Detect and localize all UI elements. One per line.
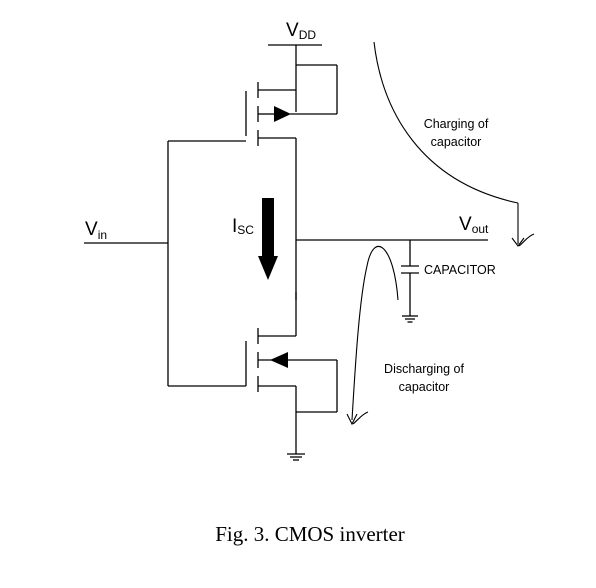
isc-label: ISC (232, 216, 254, 237)
nmos-transistor (245, 328, 338, 461)
discharging-label-line2: capacitor (399, 380, 450, 394)
discharging-arc (346, 245, 399, 426)
capacitor-label: CAPACITOR (424, 263, 496, 277)
short-circuit-current-arrow (258, 198, 278, 280)
pmos-body-arrow (274, 106, 291, 122)
charging-label-line2: capacitor (431, 135, 482, 149)
vin-label: Vin (85, 219, 107, 242)
vdd-label: VDD (286, 20, 316, 42)
discharging-label-line1: Discharging of (384, 362, 464, 376)
figure-caption: Fig. 3. CMOS inverter (215, 522, 405, 546)
capacitor-symbol (401, 240, 419, 323)
charging-label-line1: Charging of (424, 117, 489, 131)
charging-arc (373, 41, 535, 247)
input-gate-bus (84, 140, 246, 387)
vdd-rail (268, 44, 322, 112)
nmos-body-arrow (270, 352, 288, 368)
vout-label: Vout (459, 214, 489, 236)
pmos-transistor (245, 64, 338, 146)
